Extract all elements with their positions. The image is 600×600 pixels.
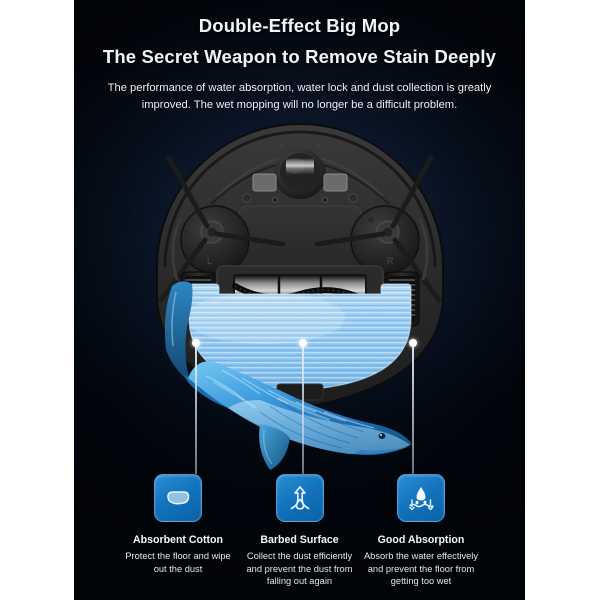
cotton-pad-icon-box	[154, 474, 202, 522]
callout-dot-1	[192, 339, 200, 347]
water-absorption-icon-box	[397, 474, 445, 522]
feature-title: Absorbent Cotton	[132, 534, 224, 546]
callout-leader-line-3	[412, 347, 414, 474]
feature-description: Collect the dust efficiently and prevent…	[246, 551, 353, 587]
feature-title: Barbed Surface	[260, 534, 339, 546]
cotton-pad-icon	[167, 491, 190, 505]
feature-good-absorption: Good Absorption Absorb the water effecti…	[361, 474, 481, 588]
feature-description: Absorb the water effectively and prevent…	[363, 551, 479, 587]
callout-leader-line-2	[302, 347, 304, 474]
robot-vacuum-illustration: L R	[155, 122, 445, 418]
headline-secondary: The Secret Weapon to Remove Stain Deeply	[102, 46, 497, 67]
feature-barbed-surface: Barbed Surface Collect the dust efficien…	[240, 474, 360, 588]
feature-absorbent-cotton: Absorbent Cotton Protect the floor and w…	[118, 474, 238, 588]
svg-text:L: L	[207, 256, 212, 266]
callout-dot-3	[409, 339, 417, 347]
barbed-surface-icon-box	[275, 474, 324, 522]
subtitle-text: The performance of water absorption, wat…	[107, 82, 492, 111]
headline-primary: Double-Effect Big Mop	[198, 15, 401, 36]
svg-text:R: R	[387, 256, 394, 266]
right-white-margin	[525, 0, 600, 600]
feature-description: Protect the floor and wipe out the dust	[125, 551, 231, 574]
water-absorption-icon	[409, 487, 434, 511]
feature-title: Good Absorption	[377, 534, 465, 546]
barbed-surface-icon	[290, 486, 309, 510]
dark-content-panel: Double-Effect Big Mop The Secret Weapon …	[74, 0, 525, 600]
callout-leader-line-1	[195, 347, 197, 474]
callout-dot-2	[299, 339, 307, 347]
feature-callout-list: Absorbent Cotton Protect the floor and w…	[74, 474, 525, 588]
header-block: Double-Effect Big Mop The Secret Weapon …	[74, 14, 525, 114]
left-white-margin	[0, 0, 74, 600]
